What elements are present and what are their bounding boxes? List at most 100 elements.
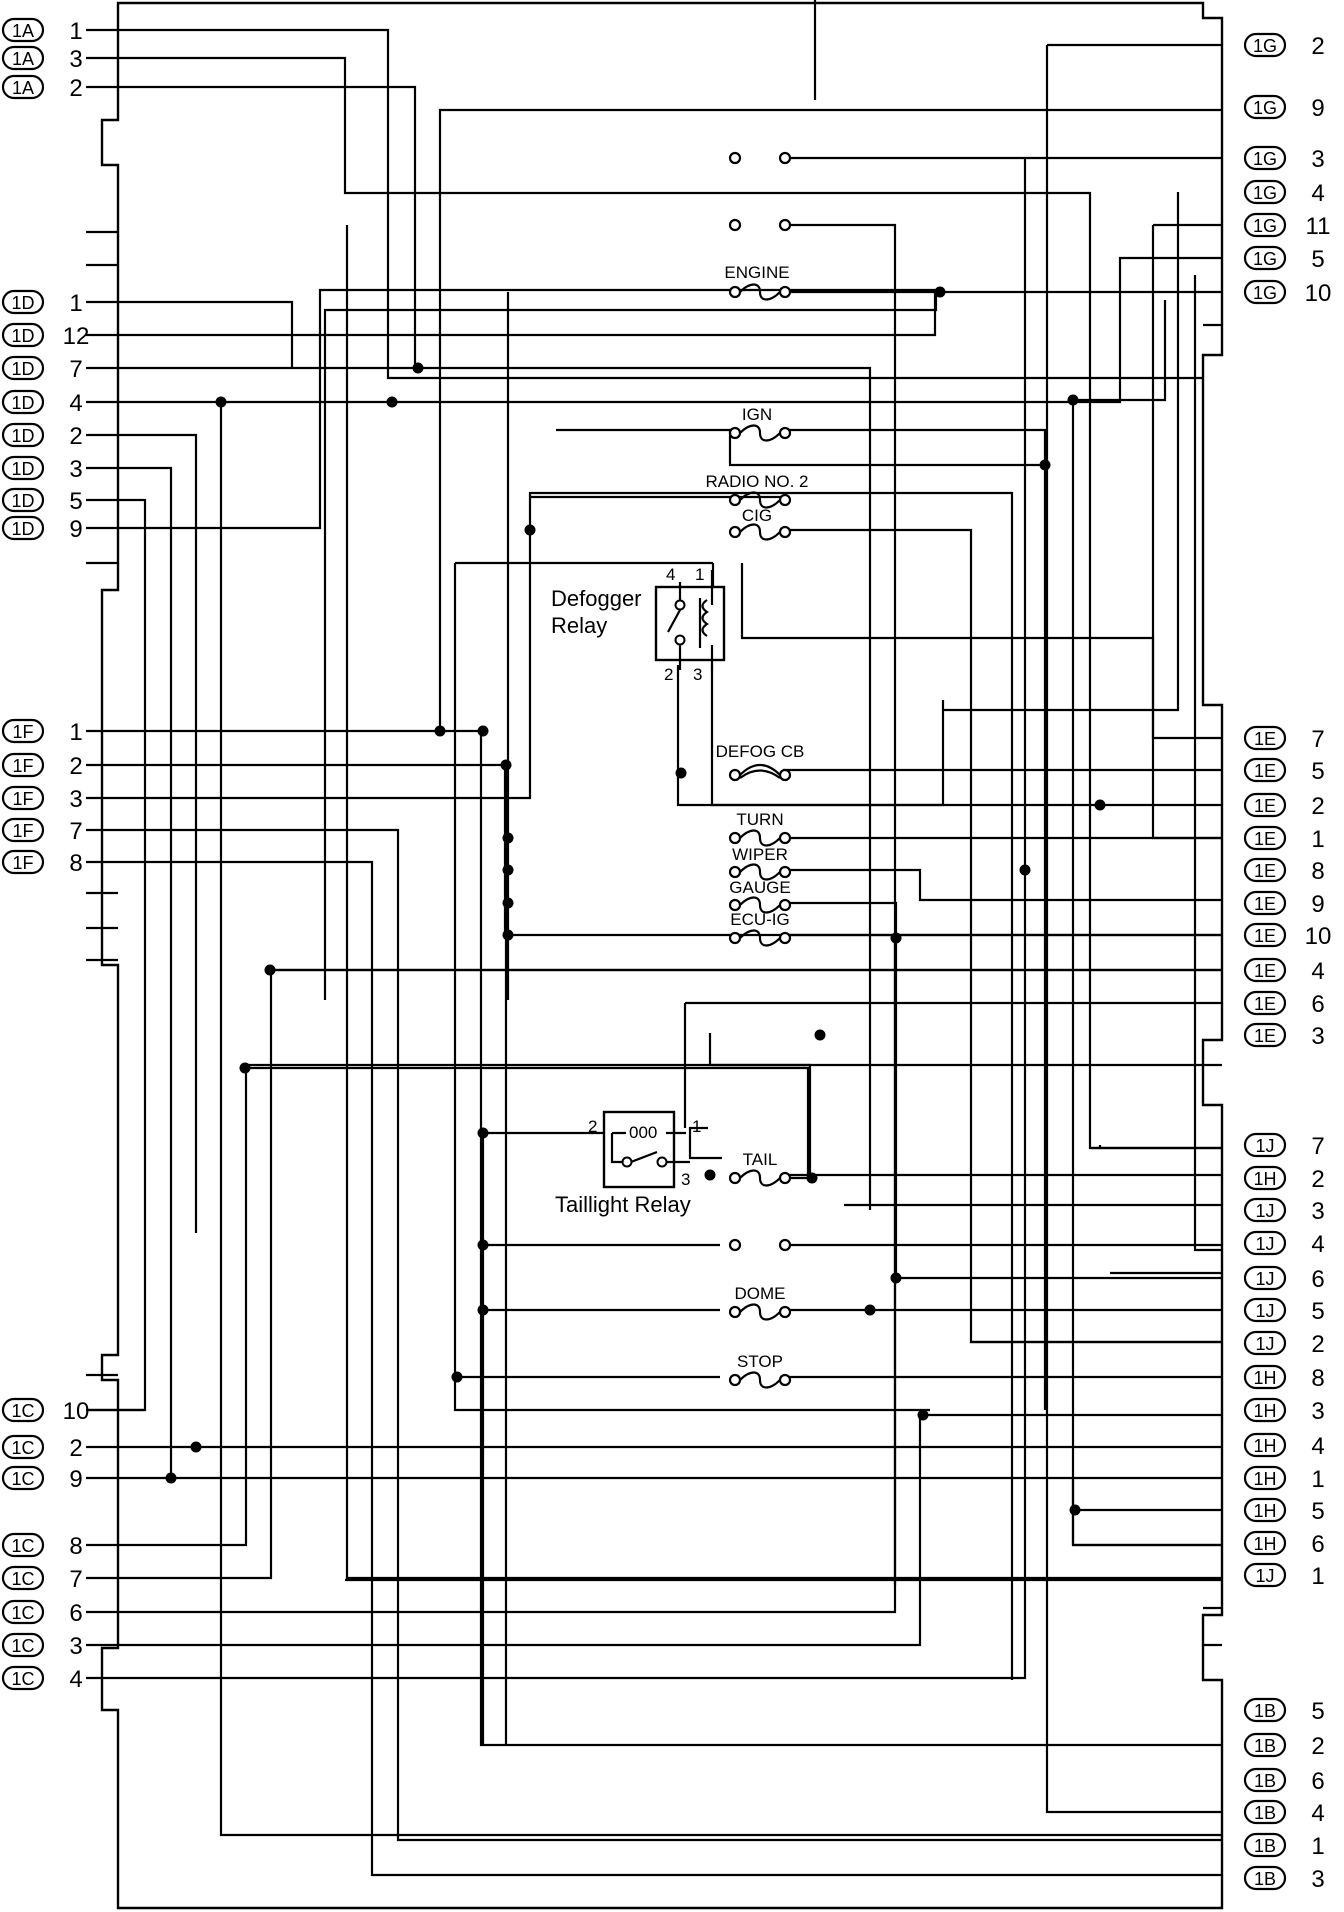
taillight-coil-mark: 000: [629, 1123, 657, 1142]
fuse-symbol: [728, 1169, 792, 1187]
connector-id: 1E: [1254, 796, 1276, 816]
taillight-pin-3: 3: [681, 1170, 690, 1189]
connector-pin-number: 8: [69, 1533, 82, 1560]
junction-dot: [477, 725, 489, 737]
connector-id: 1G: [1253, 98, 1277, 118]
defogger-relay: 4 1 2 3 Defogger Relay: [551, 565, 726, 684]
junction-dot: [1094, 799, 1106, 811]
connector-id: 1E: [1254, 994, 1276, 1014]
junction-dot: [814, 1029, 826, 1041]
fuse-layer: [728, 151, 792, 1389]
junction-dot: [890, 1272, 902, 1284]
connector-pin-number: 8: [1311, 858, 1324, 885]
connector-pin-number: 1: [1311, 1563, 1324, 1590]
connector-pin-number: 2: [1311, 1733, 1324, 1760]
fuse-label-radio: RADIO NO. 2: [706, 472, 809, 491]
taillight-pin-2: 2: [588, 1117, 597, 1136]
fuse-label-turn: TURN: [736, 810, 783, 829]
connector-id: 1F: [12, 722, 33, 742]
connector-id: 1F: [12, 756, 33, 776]
fuse-symbol: [728, 929, 792, 947]
connector-pin-number: 1: [1311, 826, 1324, 853]
connector-1C-pin-6: 1C 6: [1, 1599, 83, 1627]
fuse-label-defog-cb: DEFOG CB: [716, 742, 805, 761]
connector-pin-number: 3: [69, 786, 82, 813]
fuse-label-ecu-ig: ECU-IG: [730, 910, 790, 929]
connector-id: 1G: [1253, 149, 1277, 169]
connector-id: 1E: [1254, 829, 1276, 849]
connector-pin-number: 4: [1311, 1433, 1324, 1460]
connector-pin-number: 8: [69, 850, 82, 877]
connector-pin-number: 6: [69, 1600, 82, 1627]
connector-pin-number: 6: [1311, 1266, 1324, 1293]
fuse-label-cig: CIG: [742, 506, 772, 525]
connector-id: 1D: [11, 519, 34, 539]
connector-pin-number: 10: [63, 1398, 90, 1425]
connector-pin-number: 4: [1311, 958, 1324, 985]
connector-id: 1F: [12, 853, 33, 873]
connector-pin-number: 5: [1311, 1698, 1324, 1725]
connector-id: 1H: [1253, 1534, 1276, 1554]
fuse-labels: ENGINE IGN RADIO NO. 2 CIG DEFOG CB TURN…: [706, 263, 809, 1371]
taillight-relay: 000 2 1 3 Taillight Relay: [555, 1110, 701, 1217]
connector-id: 1C: [11, 1636, 34, 1656]
connector-pin-number: 12: [63, 323, 90, 350]
connector-id: 1H: [1253, 1169, 1276, 1189]
defogger-pin-1: 1: [695, 565, 704, 584]
defogger-relay-label-2: Relay: [551, 613, 607, 638]
connector-pin-number: 2: [1311, 33, 1324, 60]
junction-block-outline: [100, 1, 1224, 1910]
junction-dot: [434, 725, 446, 737]
connector-pin-number: 9: [69, 1466, 82, 1493]
fuse-label-gauge: GAUGE: [729, 878, 790, 897]
junction-dot: [1039, 459, 1051, 471]
defogger-pin-3: 3: [693, 665, 702, 684]
junction-dot: [864, 1304, 876, 1316]
junction-dot: [502, 897, 514, 909]
junction-dot: [1019, 864, 1031, 876]
connector-id: 1G: [1253, 216, 1277, 236]
junction-dot: [502, 929, 514, 941]
connector-id: 1D: [11, 491, 34, 511]
junction-dot: [1069, 1504, 1081, 1516]
connector-id: 1D: [11, 293, 34, 313]
connector-pin-number: 4: [69, 390, 82, 417]
junction-dots: [165, 286, 1106, 1516]
connector-pin-number: 5: [1311, 1298, 1324, 1325]
connector-id: 1C: [11, 1603, 34, 1623]
circuit-breaker: [728, 763, 792, 782]
connector-pin-number: 5: [1311, 758, 1324, 785]
junction-dot: [451, 1371, 463, 1383]
fuse-symbol: [728, 424, 792, 442]
connector-pin-number: 3: [69, 456, 82, 483]
junction-dot: [524, 524, 536, 536]
fuse-symbol: [728, 283, 792, 301]
connector-id: 1D: [11, 393, 34, 413]
defogger-pin-2: 2: [664, 665, 673, 684]
connector-pin-number: 1: [1311, 1833, 1324, 1860]
connector-id: 1C: [11, 1469, 34, 1489]
junction-dot: [502, 864, 514, 876]
connector-pin-number: 7: [69, 818, 82, 845]
